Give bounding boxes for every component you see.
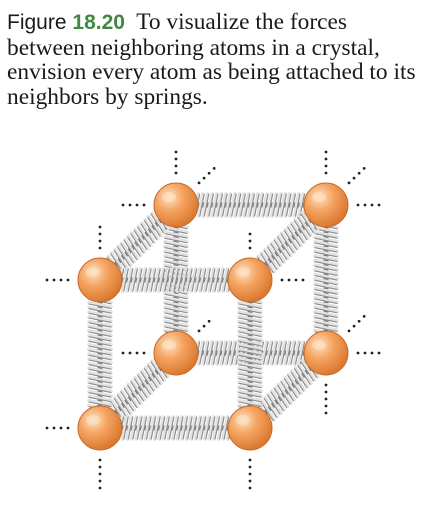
atom (227, 405, 273, 451)
atom (153, 330, 199, 376)
neighbor-dots-group (98, 225, 102, 250)
neighbor-dots-group (45, 278, 70, 282)
caption-text: To visualize the forces between neighbor… (7, 9, 416, 110)
neighbor-dots-group (347, 167, 366, 185)
neighbor-dots-group (121, 351, 146, 355)
neighbor-dots-group (98, 458, 102, 490)
neighbor-dots-group (347, 315, 366, 333)
atom (153, 182, 199, 228)
springs-back (106, 192, 339, 425)
atom (227, 257, 273, 303)
neighbor-dots-group (324, 150, 328, 175)
spring (191, 340, 311, 366)
neighbor-dots-group (197, 167, 216, 185)
neighbor-dots (45, 150, 381, 490)
neighbor-dots-group (280, 278, 305, 282)
atom (303, 330, 349, 376)
spring (313, 220, 339, 338)
neighbor-dots-group (121, 203, 146, 207)
atoms-front (77, 257, 273, 451)
spring (237, 295, 263, 413)
neighbor-dots-group (248, 458, 252, 490)
neighbor-dots-group (197, 319, 211, 333)
atom (303, 182, 349, 228)
figure-caption: Figure 18.20 To visualize the forces bet… (7, 10, 419, 109)
neighbor-dots-group (248, 232, 252, 250)
atoms-back (153, 182, 349, 376)
atom (77, 405, 123, 451)
figure-number: 18.20 (72, 11, 125, 34)
neighbor-dots-group (324, 383, 328, 415)
neighbor-dots-group (174, 150, 178, 175)
spring (87, 295, 113, 413)
neighbor-dots-group (356, 351, 381, 355)
neighbor-dots-group (356, 203, 381, 207)
spring (191, 192, 311, 218)
atom (77, 257, 123, 303)
spring (115, 267, 235, 293)
spring (256, 356, 320, 425)
figure-label: Figure (7, 11, 67, 34)
spring (115, 415, 235, 441)
neighbor-dots-group (45, 426, 70, 430)
